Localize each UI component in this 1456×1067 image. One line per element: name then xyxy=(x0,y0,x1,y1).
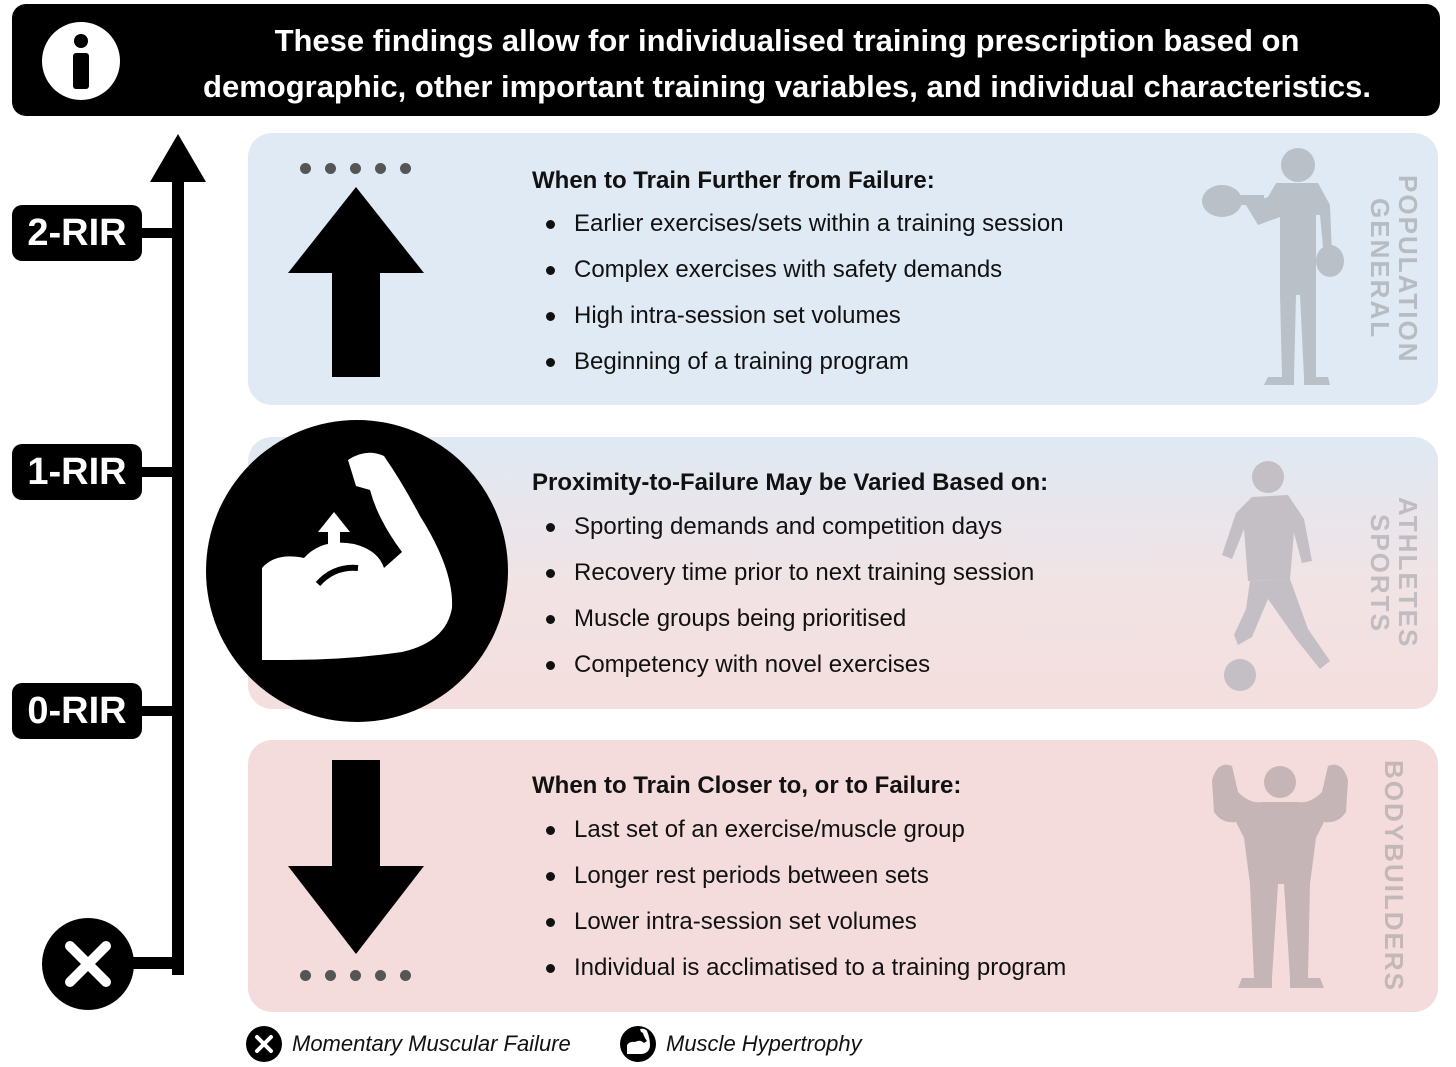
panel-train-further-from-failure: When to Train Further from Failure: Earl… xyxy=(248,133,1438,405)
side-label-line-2: ATHLETES xyxy=(1393,497,1423,649)
side-label-line-2: POPULATION xyxy=(1393,174,1423,364)
rir-axis xyxy=(120,134,206,975)
failure-badge xyxy=(42,918,134,1010)
side-label-general-population: GENERAL POPULATION xyxy=(1364,147,1424,391)
legend-failure-label: Momentary Muscular Failure xyxy=(292,1031,571,1056)
panel-top-list: Earlier exercises/sets within a training… xyxy=(544,201,1064,385)
list-item: Last set of an exercise/muscle group xyxy=(544,807,1066,853)
list-item: Lower intra-session set volumes xyxy=(544,899,1066,945)
list-item: Beginning of a training program xyxy=(544,339,1064,385)
banner-text: These findings allow for individualised … xyxy=(142,18,1432,110)
flexed-bicep-icon xyxy=(262,452,453,660)
list-item: Earlier exercises/sets within a training… xyxy=(544,201,1064,247)
list-item: High intra-session set volumes xyxy=(544,293,1064,339)
muscle-hypertrophy-badge xyxy=(206,420,508,722)
list-item: Recovery time prior to next training ses… xyxy=(544,550,1034,596)
header-banner: These findings allow for individualised … xyxy=(12,4,1440,116)
banner-line-1: These findings allow for individualised … xyxy=(274,23,1300,58)
side-label-line-1: GENERAL xyxy=(1365,198,1395,340)
panel-bottom-list: Last set of an exercise/muscle group Lon… xyxy=(544,807,1066,991)
panel-train-closer-to-failure: When to Train Closer to, or to Failure: … xyxy=(248,740,1438,1012)
list-item: Competency with novel exercises xyxy=(544,642,1034,688)
rir-label-2: 2-RIR xyxy=(12,205,142,261)
side-label-line-1: SPORTS xyxy=(1365,513,1395,633)
rir-label-0: 0-RIR xyxy=(12,683,142,739)
x-icon xyxy=(65,941,111,987)
list-item: Muscle groups being prioritised xyxy=(544,596,1034,642)
legend-failure: Momentary Muscular Failure xyxy=(246,1024,571,1064)
side-label-sports-athletes: SPORTS ATHLETES xyxy=(1364,451,1424,695)
dots-top xyxy=(300,163,411,174)
panel-top-title: When to Train Further from Failure: xyxy=(532,167,935,194)
side-label-line-1: BODYBUILDERS xyxy=(1379,759,1409,992)
flexed-bicep-icon xyxy=(620,1026,656,1062)
panel-middle-list: Sporting demands and competition days Re… xyxy=(544,504,1034,688)
list-item: Sporting demands and competition days xyxy=(544,504,1034,550)
dumbbell-lifter-silhouette xyxy=(1202,148,1344,385)
list-item: Individual is acclimatised to a training… xyxy=(544,945,1066,991)
up-arrow-icon xyxy=(288,187,424,377)
side-label-bodybuilders: BODYBUILDERS xyxy=(1364,754,1424,998)
list-item: Complex exercises with safety demands xyxy=(544,247,1064,293)
banner-line-2: demographic, other important training va… xyxy=(203,69,1371,104)
down-arrow-icon xyxy=(288,760,424,954)
legend-hypertrophy: Muscle Hypertrophy xyxy=(620,1024,862,1064)
bodybuilder-silhouette xyxy=(1212,764,1348,988)
panel-bottom-title: When to Train Closer to, or to Failure: xyxy=(532,772,962,799)
x-icon xyxy=(246,1026,282,1062)
rir-label-1: 1-RIR xyxy=(12,444,142,500)
soccer-player-silhouette xyxy=(1222,461,1330,691)
list-item: Longer rest periods between sets xyxy=(544,853,1066,899)
info-icon xyxy=(42,22,120,100)
legend-hypertrophy-label: Muscle Hypertrophy xyxy=(666,1031,862,1056)
dots-bottom xyxy=(300,970,411,981)
panel-middle-title: Proximity-to-Failure May be Varied Based… xyxy=(532,469,1049,496)
